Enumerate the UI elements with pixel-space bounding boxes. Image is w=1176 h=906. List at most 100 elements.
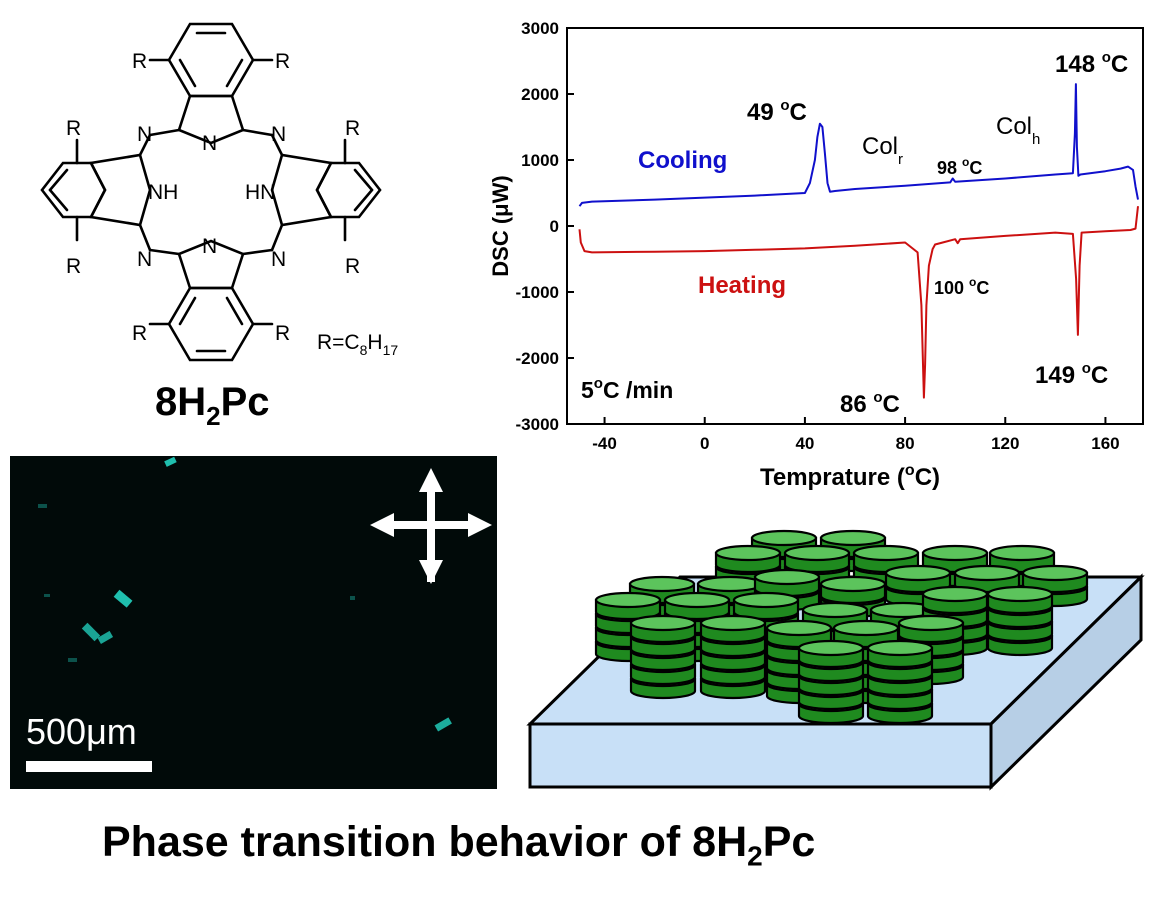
y-tick-label: 0 bbox=[550, 217, 559, 236]
phase-label-colh: Colh bbox=[996, 113, 1040, 148]
atom-hn: HN bbox=[245, 181, 275, 204]
atom-r: R bbox=[275, 322, 290, 345]
atom-r: R bbox=[132, 322, 147, 345]
polarized-micrograph: 500μm bbox=[10, 456, 497, 789]
disc-top bbox=[832, 619, 900, 637]
x-axis-label: Temprature (oC) bbox=[760, 462, 940, 491]
x-axis-ticks: -40 0 40 80 120 160 bbox=[592, 417, 1120, 453]
x-tick-label: 120 bbox=[991, 434, 1019, 453]
y-tick-label: 3000 bbox=[521, 19, 559, 38]
atom-n: N bbox=[271, 123, 286, 146]
phase-label-colr: Colr bbox=[862, 133, 903, 168]
disc-top bbox=[921, 544, 989, 562]
atom-r: R bbox=[345, 255, 360, 278]
disc-column bbox=[699, 614, 767, 700]
crystal-domain bbox=[97, 630, 114, 644]
disc-top bbox=[750, 529, 818, 547]
y-tick-label: -2000 bbox=[516, 349, 559, 368]
disc-top bbox=[696, 575, 764, 593]
annotation-49c: 49 oC bbox=[747, 97, 807, 126]
annotation-149c: 149 oC bbox=[1035, 360, 1108, 389]
disc-top bbox=[897, 614, 965, 632]
atom-nh: NH bbox=[148, 181, 178, 204]
annotation-100c: 100 oC bbox=[934, 275, 989, 298]
x-tick-label: 80 bbox=[896, 434, 915, 453]
y-axis-ticks: 3000 2000 1000 0 -1000 -2000 -3000 bbox=[516, 19, 574, 434]
atom-r: R bbox=[275, 50, 290, 73]
disc-top bbox=[797, 639, 865, 657]
disc-top bbox=[628, 575, 696, 593]
crystal-domain bbox=[164, 456, 177, 467]
x-tick-label: 160 bbox=[1091, 434, 1119, 453]
atom-n: N bbox=[202, 235, 217, 258]
disc-top bbox=[866, 639, 934, 657]
disc-top bbox=[753, 568, 821, 586]
disc-top bbox=[699, 614, 767, 632]
disc-top bbox=[783, 544, 851, 562]
y-tick-label: -1000 bbox=[516, 283, 559, 302]
disc-top bbox=[988, 544, 1056, 562]
series-label-cooling: Cooling bbox=[638, 147, 727, 174]
atom-r: R bbox=[132, 50, 147, 73]
disc-column bbox=[986, 585, 1054, 657]
disc-column bbox=[797, 639, 865, 725]
atom-r: R bbox=[66, 117, 81, 140]
scale-bar bbox=[26, 761, 152, 772]
disc-top bbox=[663, 591, 731, 609]
crystal-domain bbox=[38, 504, 47, 508]
disc-column bbox=[594, 591, 662, 663]
y-tick-label: 1000 bbox=[521, 151, 559, 170]
y-tick-label: -3000 bbox=[516, 415, 559, 434]
disc-top bbox=[1021, 564, 1089, 582]
crystal-domain bbox=[68, 658, 77, 662]
crystal-domain bbox=[350, 596, 355, 600]
disc-column bbox=[866, 639, 934, 725]
atom-n: N bbox=[271, 248, 286, 271]
disc-top bbox=[986, 585, 1054, 603]
atom-r: R bbox=[66, 255, 81, 278]
micrograph-crystals bbox=[38, 456, 492, 732]
crystal-domain bbox=[44, 594, 50, 597]
x-tick-label: 40 bbox=[795, 434, 814, 453]
crystal-domain bbox=[81, 622, 101, 642]
annotation-86c: 86 oC bbox=[840, 389, 900, 418]
atom-n: N bbox=[202, 132, 217, 155]
dsc-chart: -40 0 40 80 120 160 3000 2000 1000 0 -1000 -2000 -3… bbox=[488, 19, 1144, 491]
series-label-heating: Heating bbox=[698, 272, 786, 299]
y-axis-label: DSC (μW) bbox=[488, 175, 513, 276]
disc-top bbox=[801, 601, 869, 619]
atom-n: N bbox=[137, 248, 152, 271]
y-tick-label: 2000 bbox=[521, 85, 559, 104]
disc-top bbox=[594, 591, 662, 609]
disc-column bbox=[629, 614, 697, 700]
annotation-148c: 148 oC bbox=[1055, 49, 1128, 78]
x-tick-label: -40 bbox=[592, 434, 617, 453]
x-tick-label: 0 bbox=[700, 434, 709, 453]
figure-title: Phase transition behavior of 8H2Pc bbox=[102, 818, 816, 872]
disc-top bbox=[714, 544, 782, 562]
polarizer-arrows-icon bbox=[370, 468, 492, 584]
r-definition: R=C8H17 bbox=[317, 331, 398, 358]
disc-top bbox=[921, 585, 989, 603]
annotation-98c: 98 oC bbox=[937, 155, 982, 178]
annotation-rate: 5oC /min bbox=[581, 375, 673, 403]
disc-top bbox=[819, 529, 887, 547]
crystal-domain bbox=[434, 717, 452, 732]
compound-name: 8H2Pc bbox=[155, 380, 270, 431]
scale-bar-label: 500μm bbox=[26, 711, 137, 752]
series-line-cooling bbox=[578, 83, 1139, 207]
atom-n: N bbox=[137, 123, 152, 146]
crystal-domain bbox=[113, 589, 133, 608]
series-line-heating bbox=[578, 206, 1139, 399]
atom-r: R bbox=[345, 117, 360, 140]
series-layer bbox=[578, 83, 1139, 399]
disc-top bbox=[765, 619, 833, 637]
disc-top bbox=[629, 614, 697, 632]
disc-top bbox=[819, 575, 887, 593]
disc-top bbox=[884, 564, 952, 582]
disc-top bbox=[732, 591, 800, 609]
molecule-structure: R R R R R R R R N N N N N N NH HN R=C8H1… bbox=[40, 22, 398, 431]
disc-top bbox=[953, 564, 1021, 582]
disc-top bbox=[852, 544, 920, 562]
